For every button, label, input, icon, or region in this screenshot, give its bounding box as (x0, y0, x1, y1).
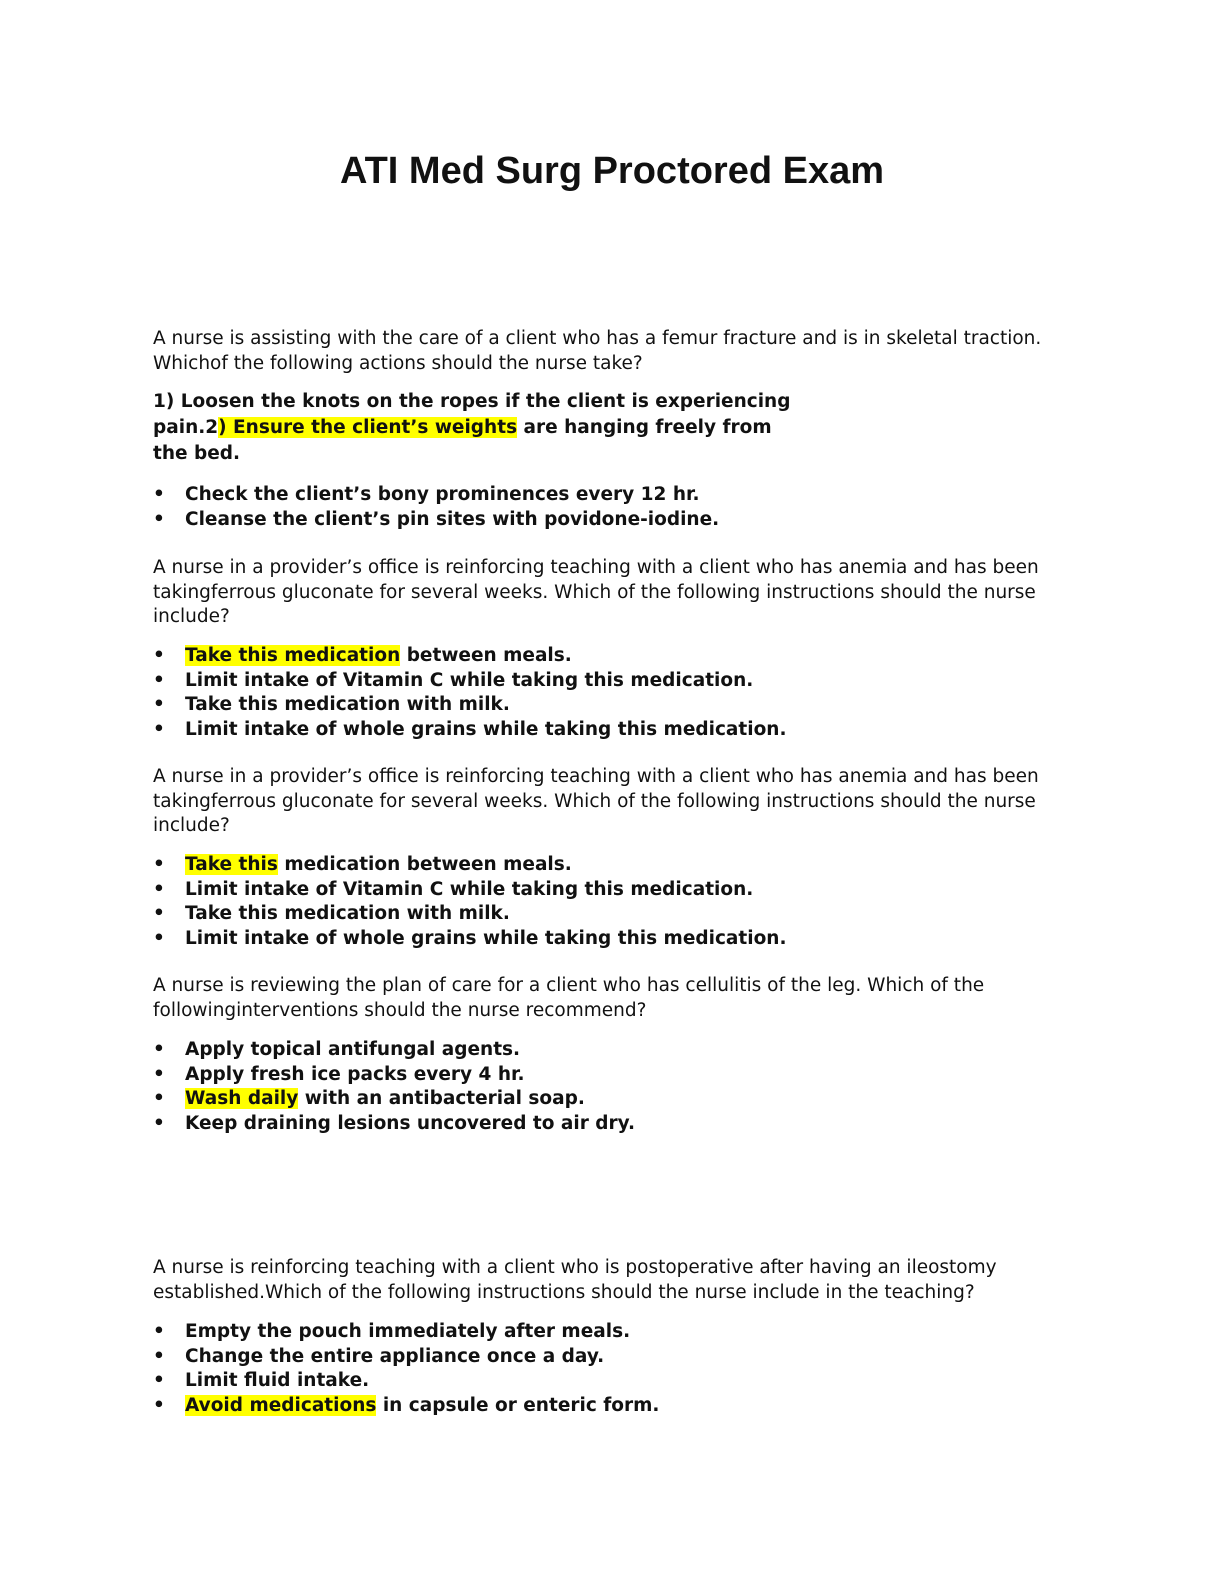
option-list: •Check the client’s bony prominences eve… (153, 483, 1063, 532)
inline-option-part: are hanging freely from the bed. (153, 417, 772, 464)
bullet-icon: • (153, 878, 165, 900)
question-5-options: •Empty the pouch immediately after meals… (153, 1320, 1063, 1418)
question-block-5: A nurse is reinforcing teaching with a c… (153, 1256, 1063, 1305)
option-list: •Empty the pouch immediately after meals… (153, 1320, 1063, 1418)
question-4-options: •Apply topical antifungal agents. •Apply… (153, 1038, 1063, 1136)
option-list: •Take this medication between meals. •Li… (153, 644, 1063, 742)
inline-option-part: 1) Loosen the knots on the ropes if the … (153, 391, 791, 438)
option-list: •Take this medication between meals. •Li… (153, 853, 1063, 951)
list-item: •Take this medication with milk. (153, 693, 1063, 718)
bullet-icon: • (153, 645, 165, 666)
list-item: •Avoid medications in capsule or enteric… (153, 1394, 1063, 1419)
option-list: •Apply topical antifungal agents. •Apply… (153, 1038, 1063, 1136)
bullet-icon: • (153, 1088, 165, 1109)
question-block-3: A nurse in a provider’s office is reinfo… (153, 765, 1063, 839)
list-item: •Limit intake of whole grains while taki… (153, 718, 1063, 743)
bullet-icon: • (153, 854, 165, 875)
question-text: A nurse in a provider’s office is reinfo… (153, 557, 1039, 627)
question-text: A nurse is reviewing the plan of care fo… (153, 975, 985, 1021)
list-item: •Cleanse the client’s pin sites with pov… (153, 508, 1063, 533)
bullet-icon: • (153, 927, 165, 949)
list-item: •Empty the pouch immediately after meals… (153, 1320, 1063, 1345)
question-text: A nurse is reinforcing teaching with a c… (153, 1257, 997, 1303)
bullet-icon: • (153, 1345, 165, 1367)
highlighted-answer: Take this (185, 854, 278, 875)
list-item: •Apply topical antifungal agents. (153, 1038, 1063, 1063)
question-text: A nurse is assisting with the care of a … (153, 328, 1042, 374)
bullet-icon: • (153, 1039, 165, 1060)
bullet-icon: • (153, 1370, 165, 1391)
question-1-options: •Check the client’s bony prominences eve… (153, 483, 1063, 532)
highlighted-answer: ) Ensure the client’s weights (218, 417, 518, 438)
highlighted-answer: Take this medication (185, 645, 401, 666)
list-item: •Limit fluid intake. (153, 1369, 1063, 1394)
list-item: •Take this medication between meals. (153, 644, 1063, 669)
bullet-icon: • (153, 1321, 165, 1342)
bullet-icon: • (153, 694, 165, 715)
question-block-1: A nurse is assisting with the care of a … (153, 327, 1063, 376)
list-item: •Apply fresh ice packs every 4 hr. (153, 1063, 1063, 1088)
bullet-icon: • (153, 718, 165, 740)
list-item: •Change the entire appliance once a day. (153, 1345, 1063, 1370)
list-item: •Take this medication between meals. (153, 853, 1063, 878)
question-2-options: •Take this medication between meals. •Li… (153, 644, 1063, 742)
bullet-icon: • (153, 1112, 165, 1134)
bullet-icon: • (153, 508, 165, 530)
list-item: •Check the client’s bony prominences eve… (153, 483, 1063, 508)
bullet-icon: • (153, 484, 165, 505)
list-item: •Keep draining lesions uncovered to air … (153, 1112, 1063, 1137)
list-item: •Limit intake of Vitamin C while taking … (153, 669, 1063, 694)
list-item: •Take this medication with milk. (153, 902, 1063, 927)
question-1-inline-options: 1) Loosen the knots on the ropes if the … (153, 389, 1063, 467)
question-block-2: A nurse in a provider’s office is reinfo… (153, 556, 1063, 630)
bullet-icon: • (153, 903, 165, 924)
highlighted-answer: Avoid medications (185, 1394, 377, 1416)
list-item: •Limit intake of whole grains while taki… (153, 927, 1063, 952)
list-item: •Wash daily with an antibacterial soap. (153, 1087, 1063, 1112)
question-block-4: A nurse is reviewing the plan of care fo… (153, 974, 1063, 1023)
highlighted-answer: Wash daily (185, 1088, 299, 1109)
list-item: •Limit intake of Vitamin C while taking … (153, 878, 1063, 903)
bullet-icon: • (153, 1394, 165, 1416)
bullet-icon: • (153, 669, 165, 691)
page-title: ATI Med Surg Proctored Exam (339, 150, 885, 192)
question-3-options: •Take this medication between meals. •Li… (153, 853, 1063, 951)
bullet-icon: • (153, 1063, 165, 1085)
inline-options-text: 1) Loosen the knots on the ropes if the … (153, 389, 793, 467)
question-text: A nurse in a provider’s office is reinfo… (153, 766, 1039, 836)
